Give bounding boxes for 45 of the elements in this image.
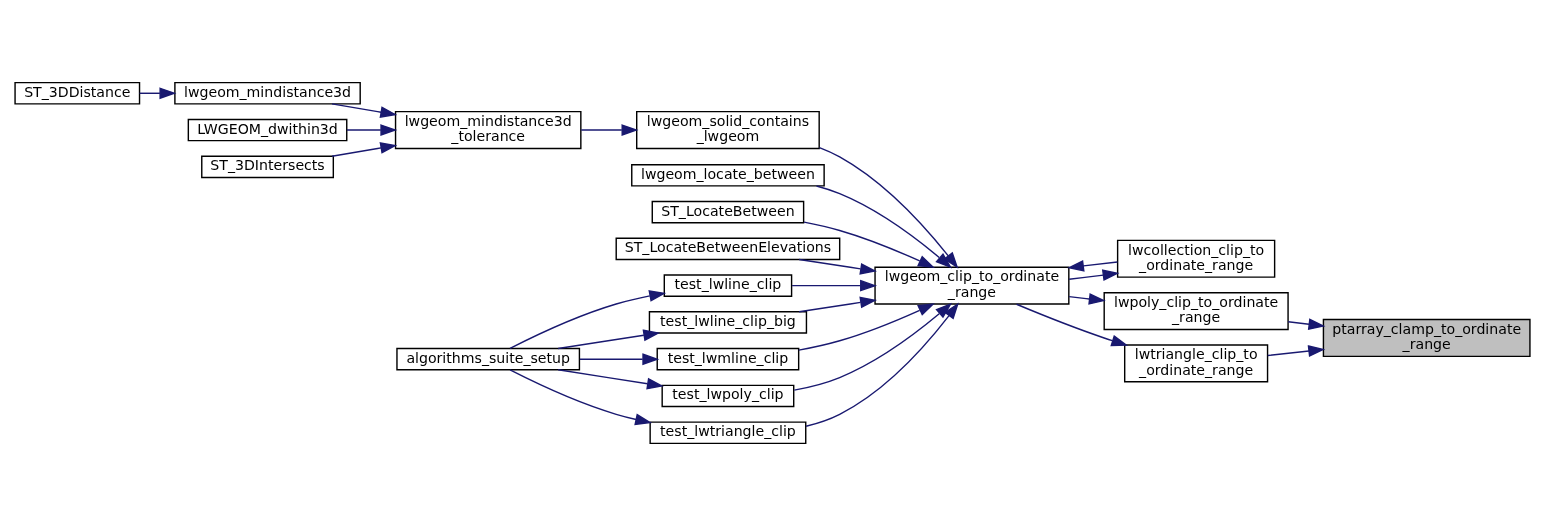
node-box: lwcollection_clip_to _ordinate_range	[1116, 239, 1276, 278]
arrow	[1068, 268, 1120, 281]
arrow	[791, 279, 878, 292]
node-box: lwgeom_solid_contains _lwgeom	[636, 110, 820, 149]
node-box: test_lwmline_clip	[656, 347, 800, 370]
arrow	[818, 146, 959, 269]
node-box: algorithms_suite_setup	[396, 347, 581, 370]
arrow	[1015, 303, 1129, 346]
node-box: ST_LocateBetweenElevations	[615, 237, 841, 260]
arrow	[331, 141, 398, 157]
node-box: lwtriangle_clip_to _ordinate_range	[1124, 343, 1269, 382]
arrow	[1067, 259, 1119, 272]
arrow	[509, 368, 653, 425]
arrow	[798, 258, 877, 275]
arrow	[557, 368, 664, 389]
arrow	[557, 328, 661, 349]
node-box: ST_3DIntersects	[201, 155, 334, 178]
node-box: test_lwline_clip_big	[648, 310, 808, 334]
arrow	[331, 102, 398, 118]
node-box: test_lwline_clip	[663, 273, 793, 297]
arrow	[580, 123, 639, 136]
arrow	[509, 289, 667, 349]
node-box: test_lwtriangle_clip	[649, 420, 807, 444]
node-box: lwgeom_clip_to_ordinate _range	[874, 266, 1070, 305]
arrow	[1068, 292, 1106, 305]
arrow	[805, 301, 959, 427]
node-box: ptarray_clamp_to_ordinate _range	[1322, 318, 1531, 357]
arrow	[793, 302, 953, 391]
node-box: ST_LocateBetween	[651, 200, 805, 223]
node-box: test_lwpoly_clip	[661, 384, 795, 407]
arrow	[579, 352, 660, 365]
arrow	[346, 123, 398, 136]
node-box: lwgeom_locate_between	[631, 163, 825, 187]
node-box: LWGEOM_dwithin3d	[187, 118, 348, 141]
arrow	[138, 86, 177, 99]
arrow	[1287, 317, 1326, 330]
node-box: lwpoly_clip_to_ordinate _range	[1103, 291, 1289, 330]
arrow	[803, 220, 935, 268]
arrow	[798, 296, 878, 312]
node-box: ST_3DDistance	[14, 81, 141, 105]
arrow	[1267, 344, 1326, 357]
node-box: lwgeom_mindistance3d	[174, 81, 361, 105]
node-box: lwgeom_mindistance3d _tolerance	[394, 110, 582, 149]
arrow	[798, 302, 935, 351]
arrow	[815, 184, 953, 269]
